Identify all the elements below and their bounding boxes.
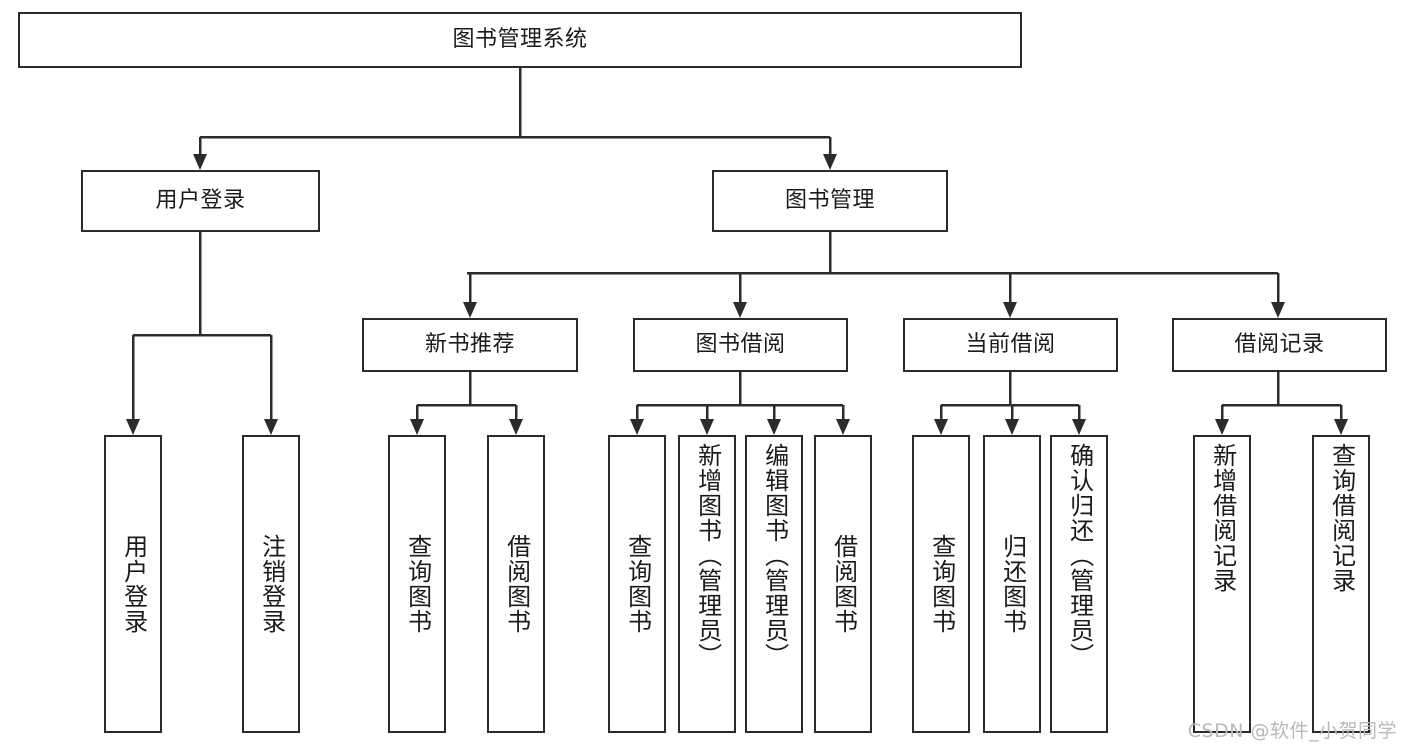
node-label-leaf-query-book-1: 查询图书 — [403, 534, 432, 634]
arrow-to-current-borrow — [1003, 302, 1017, 318]
node-label-root: 图书管理系统 — [452, 27, 588, 53]
node-leaf-edit-book[interactable]: 编辑图书（管理员） — [745, 435, 803, 733]
node-leaf-query-book-3[interactable]: 查询图书 — [912, 435, 970, 733]
node-label-new-book-rec: 新书推荐 — [424, 332, 515, 358]
arrow-to-leaf-add-record — [1215, 419, 1229, 435]
node-label-leaf-query-book-2: 查询图书 — [623, 534, 652, 634]
node-label-leaf-query-book-3: 查询图书 — [927, 534, 956, 634]
node-user-login[interactable]: 用户登录 — [81, 170, 320, 232]
node-label-borrow-record: 借阅记录 — [1234, 332, 1325, 358]
arrow-heads — [126, 154, 1348, 435]
node-leaf-query-book-2[interactable]: 查询图书 — [608, 435, 666, 733]
node-leaf-add-record[interactable]: 新增借阅记录 — [1193, 435, 1251, 733]
arrow-to-new-book-rec — [463, 302, 477, 318]
arrow-to-leaf-query-book-3 — [934, 419, 948, 435]
arrow-to-leaf-return-book — [1005, 419, 1019, 435]
node-book-manage[interactable]: 图书管理 — [712, 170, 948, 232]
node-label-leaf-confirm-return: 确认归还（管理员） — [1065, 443, 1094, 668]
node-leaf-borrow-book-2[interactable]: 借阅图书 — [814, 435, 872, 733]
arrow-to-leaf-add-book — [700, 419, 714, 435]
node-borrow-record[interactable]: 借阅记录 — [1172, 318, 1387, 372]
arrow-to-leaf-query-book-1 — [410, 419, 424, 435]
node-leaf-add-book[interactable]: 新增图书（管理员） — [678, 435, 736, 733]
arrow-to-book-manage — [823, 154, 837, 170]
arrow-to-leaf-user-login — [126, 419, 140, 435]
arrow-to-leaf-user-logout — [264, 419, 278, 435]
arrow-to-leaf-confirm-return — [1072, 419, 1086, 435]
arrow-to-book-borrow — [733, 302, 747, 318]
node-leaf-user-login[interactable]: 用户登录 — [104, 435, 162, 733]
node-label-leaf-add-record: 新增借阅记录 — [1208, 443, 1237, 593]
node-label-leaf-edit-book: 编辑图书（管理员） — [760, 443, 789, 668]
node-leaf-user-logout[interactable]: 注销登录 — [242, 435, 300, 733]
node-label-current-borrow: 当前借阅 — [965, 332, 1056, 358]
node-label-leaf-user-login: 用户登录 — [119, 534, 148, 634]
node-leaf-query-book-1[interactable]: 查询图书 — [388, 435, 446, 733]
node-root[interactable]: 图书管理系统 — [18, 12, 1022, 68]
arrow-to-user-login — [193, 154, 207, 170]
node-label-leaf-query-record: 查询借阅记录 — [1327, 443, 1356, 593]
node-label-leaf-return-book: 归还图书 — [998, 534, 1027, 634]
arrow-to-leaf-query-record — [1334, 419, 1348, 435]
node-current-borrow[interactable]: 当前借阅 — [903, 318, 1118, 372]
node-label-user-login: 用户登录 — [155, 188, 246, 214]
node-label-leaf-user-logout: 注销登录 — [257, 534, 286, 634]
node-leaf-query-record[interactable]: 查询借阅记录 — [1312, 435, 1370, 733]
node-label-leaf-borrow-book-1: 借阅图书 — [502, 534, 531, 634]
node-label-book-borrow: 图书借阅 — [695, 332, 786, 358]
node-leaf-borrow-book-1[interactable]: 借阅图书 — [487, 435, 545, 733]
arrow-to-leaf-edit-book — [767, 419, 781, 435]
node-book-borrow[interactable]: 图书借阅 — [633, 318, 848, 372]
node-label-book-manage: 图书管理 — [784, 188, 875, 214]
node-leaf-return-book[interactable]: 归还图书 — [983, 435, 1041, 733]
arrow-to-leaf-borrow-book-1 — [509, 419, 523, 435]
node-label-leaf-borrow-book-2: 借阅图书 — [829, 534, 858, 634]
arrow-to-leaf-borrow-book-2 — [836, 419, 850, 435]
arrow-to-borrow-record — [1271, 302, 1285, 318]
arrow-to-leaf-query-book-2 — [630, 419, 644, 435]
node-new-book-rec[interactable]: 新书推荐 — [362, 318, 578, 372]
node-label-leaf-add-book: 新增图书（管理员） — [693, 443, 722, 668]
node-leaf-confirm-return[interactable]: 确认归还（管理员） — [1050, 435, 1108, 733]
